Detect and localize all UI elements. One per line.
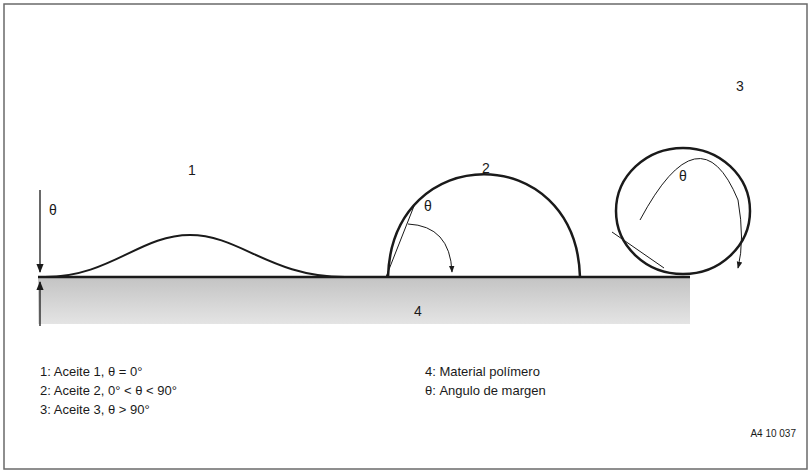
key-line: 3: Aceite 3, θ > 90° [40,403,150,418]
key-line: 4: Material polímero [425,365,540,380]
key-line: 2: Aceite 2, 0° < θ < 90° [40,384,177,399]
oil-drop [45,235,345,277]
drop-number: 2 [482,160,490,176]
drop-number: 3 [736,78,744,94]
polymer-band [38,278,690,324]
angle-symbol: θ [679,168,687,184]
angle-arrow [39,282,40,326]
oil-drop [616,148,750,274]
angle-arrow [39,190,40,272]
oil-drop [388,174,580,277]
frame [4,4,807,469]
tangent-line [612,232,664,268]
figure-code: A4 10 037 [750,428,796,440]
key-line: θ: Angulo de margen [425,384,546,399]
angle-arc [408,224,452,272]
key-line: 1: Aceite 1, θ = 0° [40,365,142,380]
callout-number: 4 [414,303,422,319]
tangent-line [386,206,414,277]
drop-number: 1 [188,162,196,178]
angle-symbol: θ [49,202,57,218]
angle-symbol: θ [424,198,432,214]
angle-arc [640,159,742,268]
surface-line [38,276,690,279]
